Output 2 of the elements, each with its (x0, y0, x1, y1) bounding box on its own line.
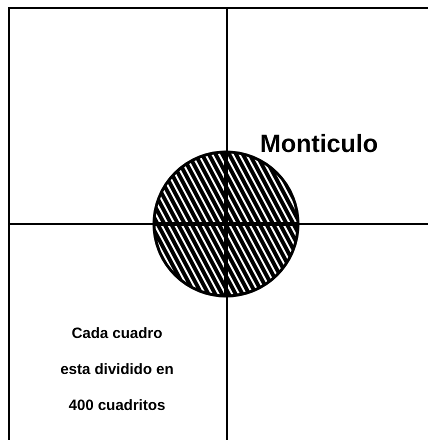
mound-label: Monticulo (260, 129, 380, 160)
grid-note: Cada cuadro esta dividido en 400 cuadritos (59, 324, 175, 416)
